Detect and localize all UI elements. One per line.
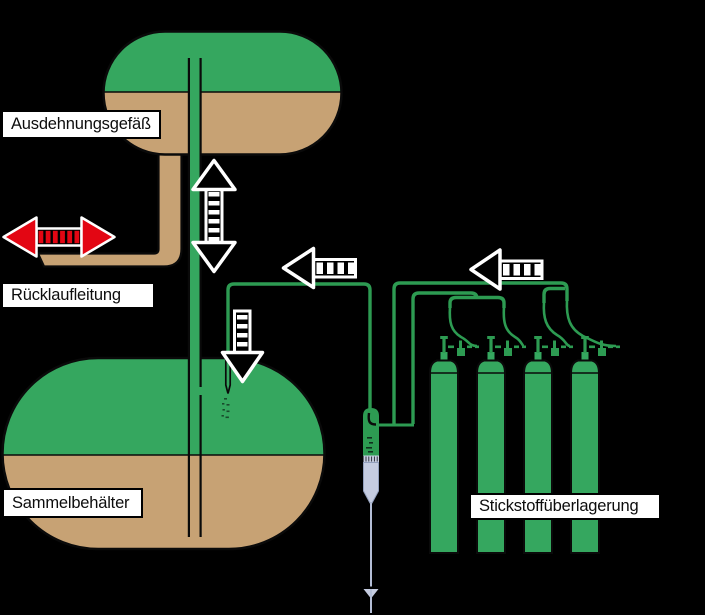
nitrogen-cylinder [476,336,526,554]
expansion-vessel-tank [102,30,343,156]
pigtail-hose-4 [565,299,617,348]
collection-tank-label: Sammelbehälter [2,488,143,518]
supply-flow-arrow-2-icon [469,248,544,291]
expansion-vessel-label: Ausdehnungsgefäß [1,110,161,139]
manifold1-bridge [448,295,506,308]
return-flow-arrow-icon [2,216,116,258]
cylinder-valve [487,336,526,356]
pigtail-hose-2 [502,306,525,348]
return-line-label: Rücklaufleitung [1,282,155,309]
riser-pipe [187,58,202,537]
dip-tube-hook [367,412,377,426]
tank-inlet-nozzle [221,358,232,419]
glass-bulb [363,462,379,504]
bubbler-head [363,408,379,456]
nitrogen-cylinder [570,336,620,554]
pipe-bubbler-to-manifold1 [411,291,479,424]
return-pipe [36,141,183,268]
nitrogen-cylinder-bank [429,336,620,554]
pipe-tank-to-bubbler [226,282,372,410]
riser-flow-arrow-icon [191,158,237,274]
gas-piping [226,281,617,427]
cylinder-valve [534,336,573,356]
pipe-bubbler-to-manifold2 [392,281,569,424]
tank-inlet-flow-arrow-icon [220,309,265,384]
supply-flow-arrow-1-icon [281,246,357,290]
bubbler-device [363,408,379,613]
pigtail-hose-3 [542,301,571,348]
pigtail-hose-1 [448,306,478,348]
nitrogen-cylinder [429,336,479,554]
collection-tank [1,356,326,551]
nitrogen-cylinder [523,336,573,554]
cylinder-valve [440,336,479,356]
nitrogen-blanketing-label: Stickstoffüberlagerung [469,493,661,520]
manifold2-bridge [542,286,565,303]
cylinder-valve [581,336,620,356]
glass-stem [370,503,372,587]
